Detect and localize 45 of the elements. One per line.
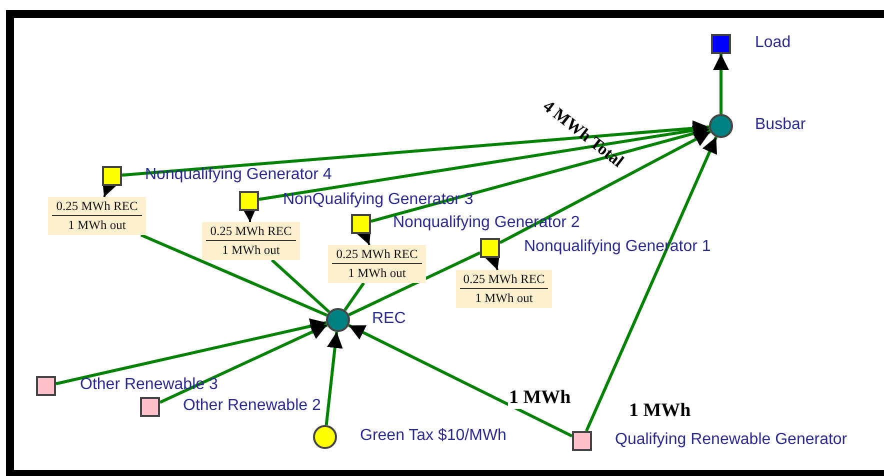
node-square (140, 397, 160, 417)
node-label: Nonqualifying Generator 4 (145, 166, 332, 184)
ratio-numerator: 0.25 MWh REC (332, 247, 422, 264)
node-circle (326, 308, 350, 332)
node-square (239, 191, 259, 211)
node-square (480, 238, 500, 258)
arrow (159, 324, 328, 404)
ratio-numerator: 0.25 MWh REC (206, 224, 296, 241)
ratio-box (202, 222, 300, 260)
node-circle (313, 425, 337, 449)
node-label: Qualifying Renewable Generator (615, 431, 848, 449)
ratio-box (328, 245, 426, 283)
node-square (572, 431, 592, 451)
node-square (36, 376, 56, 396)
arrow (348, 324, 573, 438)
ratio-denominator: 1 MWh out (474, 290, 534, 306)
ratio-box (456, 270, 552, 308)
ratio-box (48, 197, 146, 235)
node-label: Green Tax $10/MWh (360, 427, 506, 445)
node-square (351, 214, 371, 234)
node-label: Busbar (755, 116, 806, 134)
ratio-denominator: 1 MWh out (67, 217, 127, 233)
ratio-numerator: 0.25 MWh REC (460, 272, 548, 289)
ratio-denominator: 1 MWh out (347, 265, 407, 281)
arrow (324, 332, 343, 426)
node-square (102, 166, 122, 186)
node-label: Other Renewable 2 (183, 397, 321, 415)
ratio-denominator: 1 MWh out (221, 242, 281, 258)
arrow (499, 130, 712, 244)
connector-line (140, 234, 328, 317)
node-square (711, 34, 731, 54)
connector-line (348, 251, 481, 316)
ratio-numerator: 0.25 MWh REC (52, 199, 142, 216)
arrow (258, 122, 710, 201)
arrow (56, 318, 327, 386)
node-circle (709, 114, 733, 138)
node-label: REC (372, 310, 406, 328)
arrow (370, 126, 710, 223)
arrow (713, 54, 729, 114)
arrow (122, 120, 710, 177)
arrow (585, 136, 718, 432)
connector-line (270, 258, 330, 314)
connector-line (344, 282, 365, 311)
node-label: Load (755, 34, 791, 52)
edge-label: 1 MWh (508, 387, 572, 409)
